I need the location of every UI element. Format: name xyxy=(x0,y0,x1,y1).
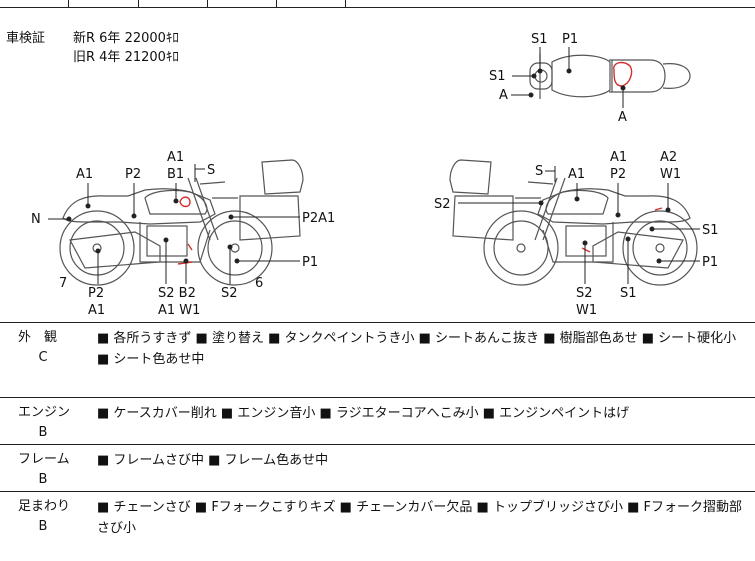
label-left-p2: P2 xyxy=(125,167,141,182)
label-right-p2: P2 xyxy=(610,167,626,182)
shaken-new-line: 新R 6年 22000ｷﾛ xyxy=(73,31,179,46)
top-cell-divider xyxy=(345,0,346,7)
label-right-w1: W1 xyxy=(660,167,681,182)
section-notes: ■ フレームさび中 ■ フレーム色あせ中 xyxy=(97,453,329,468)
label-right-a1: A1 xyxy=(568,167,585,182)
damage-mark-left-tank xyxy=(179,196,191,208)
section-divider xyxy=(0,491,755,492)
label-left-s2b2: S2 B2 xyxy=(158,286,196,301)
label-right-s1: S1 xyxy=(702,223,719,238)
label-top-p1: P1 xyxy=(562,32,578,47)
damage-mark-right-engine xyxy=(581,247,591,253)
label-top-a-bottom: A xyxy=(618,110,627,125)
label-right-s2: S2 xyxy=(434,197,451,212)
label-left-n: N xyxy=(31,212,41,227)
section-notes: ■ ケースカバー削れ ■ エンジン音小 ■ ラジエターコアへこみ小 ■ エンジン… xyxy=(97,406,630,421)
damage-diagram: S1 P1 S1 A A A1 B1 S A1 P2 N P2A1 P1 7 6… xyxy=(31,32,719,318)
label-left-a1-top: A1 xyxy=(167,150,184,165)
shaken-old-line: 旧R 4年 21200ｷﾛ xyxy=(73,50,179,65)
label-left-p1: P1 xyxy=(302,255,318,270)
section-frame: フレーム B ■ フレームさび中 ■ フレーム色あせ中 xyxy=(0,444,755,491)
label-right-s2-bottom: S2 xyxy=(576,286,593,301)
label-left-7: 7 xyxy=(59,276,67,291)
label-right-a1-top: A1 xyxy=(610,150,627,165)
damage-mark-right-side xyxy=(654,207,663,211)
left-side-motorcycle xyxy=(59,159,304,286)
section-divider xyxy=(0,322,755,323)
damage-mark-top xyxy=(613,61,633,87)
right-side-motorcycle xyxy=(449,159,698,286)
section-notes: ■ チェーンさび ■ Fフォークこすりキズ ■ チェーンカバー欠品 ■ トップブ… xyxy=(97,500,743,536)
label-top-a-left: A xyxy=(499,88,508,103)
top-view-motorcycle xyxy=(529,53,691,99)
top-border xyxy=(0,7,755,8)
label-left-s: S xyxy=(207,163,215,178)
label-left-p2a1: P2A1 xyxy=(302,211,335,226)
label-left-b1: B1 xyxy=(167,167,184,182)
section-name: エンジン xyxy=(18,405,71,420)
label-right-s: S xyxy=(535,164,543,179)
damage-marks xyxy=(177,61,663,265)
section-exterior: 外 観 C ■ 各所うすきず ■ 塗り替え ■ タンクペイントうき小 ■ シート… xyxy=(0,322,755,397)
top-cell-divider xyxy=(207,0,208,7)
diagram-labels: S1 P1 S1 A A A1 B1 S A1 P2 N P2A1 P1 7 6… xyxy=(31,32,719,318)
section-grade: B xyxy=(38,519,48,534)
section-grade: B xyxy=(38,425,48,440)
label-right-s1-bottom: S1 xyxy=(620,286,637,301)
section-suspension: 足まわり B ■ チェーンさび ■ Fフォークこすりキズ ■ チェーンカバー欠品… xyxy=(0,491,755,561)
label-left-6: 6 xyxy=(255,276,263,291)
label-left-a1w1: A1 W1 xyxy=(158,303,200,318)
label-left-a1: A1 xyxy=(76,167,93,182)
top-cell-divider xyxy=(68,0,69,7)
label-left-p2-bottom: P2 xyxy=(88,286,104,301)
section-grade: C xyxy=(38,350,48,365)
label-right-w1-bottom: W1 xyxy=(576,303,597,318)
label-top-s1: S1 xyxy=(531,32,548,47)
label-top-s1-left: S1 xyxy=(489,69,506,84)
label-left-s2: S2 xyxy=(221,286,238,301)
section-notes: ■ 各所うすきず ■ 塗り替え ■ タンクペイントうき小 ■ シートあんこ抜き … xyxy=(97,331,737,367)
top-cell-divider xyxy=(276,0,277,7)
label-right-a2: A2 xyxy=(660,150,677,165)
section-divider xyxy=(0,397,755,398)
top-cell-divider xyxy=(138,0,139,7)
section-divider xyxy=(0,444,755,445)
section-name: フレーム xyxy=(18,452,70,467)
section-name: 足まわり xyxy=(18,499,71,514)
section-grade: B xyxy=(38,472,48,487)
section-name: 外 観 xyxy=(18,330,58,345)
label-right-p1: P1 xyxy=(702,255,718,270)
shaken-label: 車検証 xyxy=(6,31,46,46)
label-left-a1-bottom: A1 xyxy=(88,303,105,318)
section-engine: エンジン B ■ ケースカバー削れ ■ エンジン音小 ■ ラジエターコアへこみ小… xyxy=(0,397,755,444)
